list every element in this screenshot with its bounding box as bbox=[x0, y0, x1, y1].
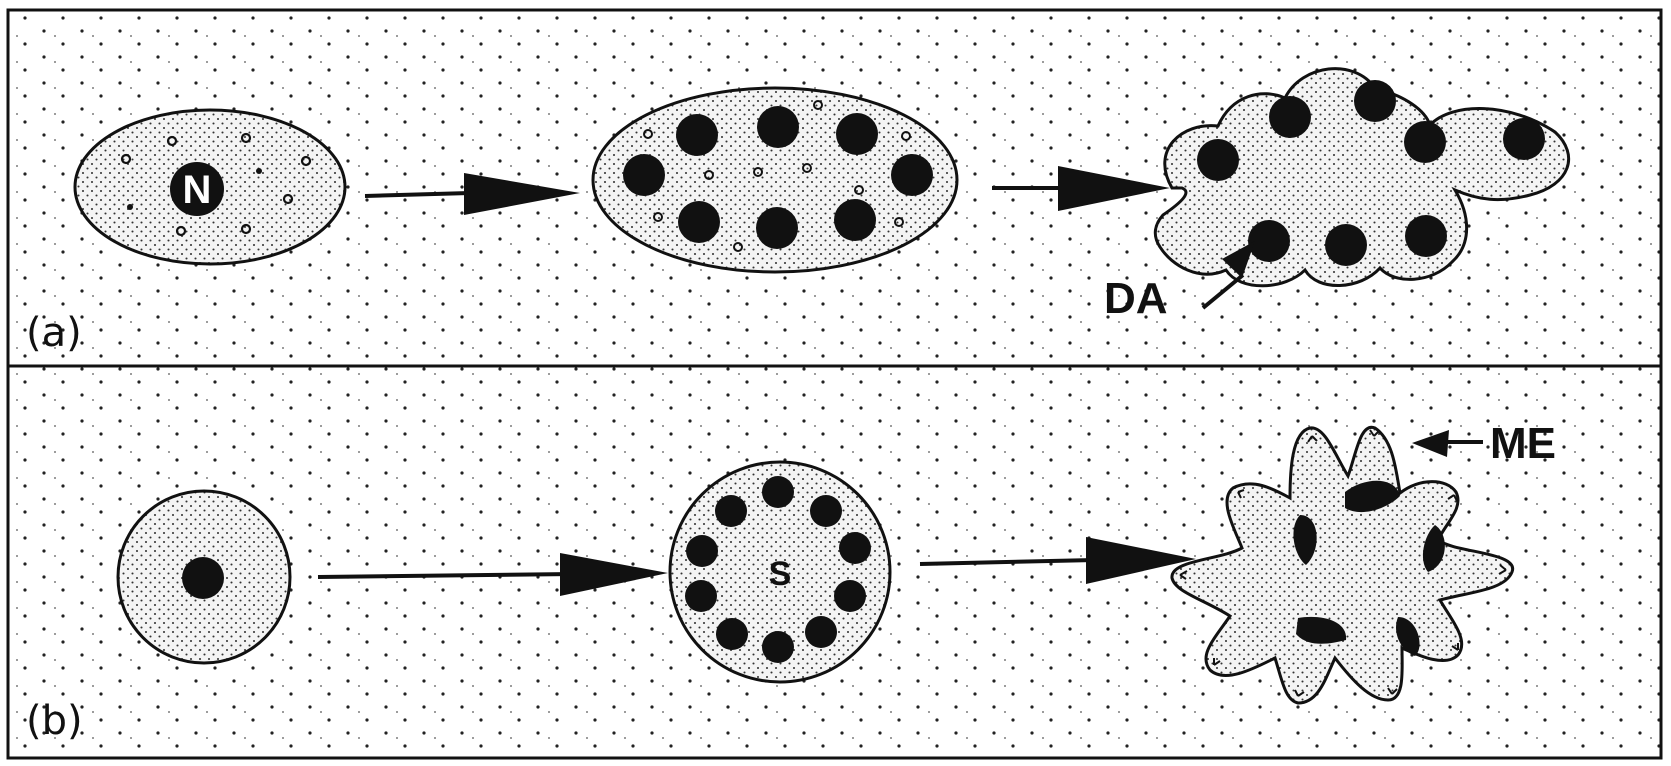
round-cell-ring-nuclei: S bbox=[670, 462, 890, 682]
callout-me-label: ME bbox=[1490, 419, 1556, 468]
nucleus bbox=[182, 557, 224, 599]
oval-cell-single-nucleus: N bbox=[75, 110, 345, 264]
center-label: S bbox=[769, 555, 792, 593]
nucleus-label: N bbox=[183, 168, 212, 212]
oval-cell-multinucleate bbox=[593, 88, 957, 272]
callout-da-label: DA bbox=[1104, 274, 1168, 323]
panel-a: (a) N bbox=[8, 10, 1661, 366]
round-cell-single-nucleus bbox=[118, 491, 290, 663]
panel-b: (b) S bbox=[8, 366, 1661, 758]
panel-b-label: (b) bbox=[26, 698, 83, 744]
panel-a-label: (a) bbox=[26, 310, 82, 356]
